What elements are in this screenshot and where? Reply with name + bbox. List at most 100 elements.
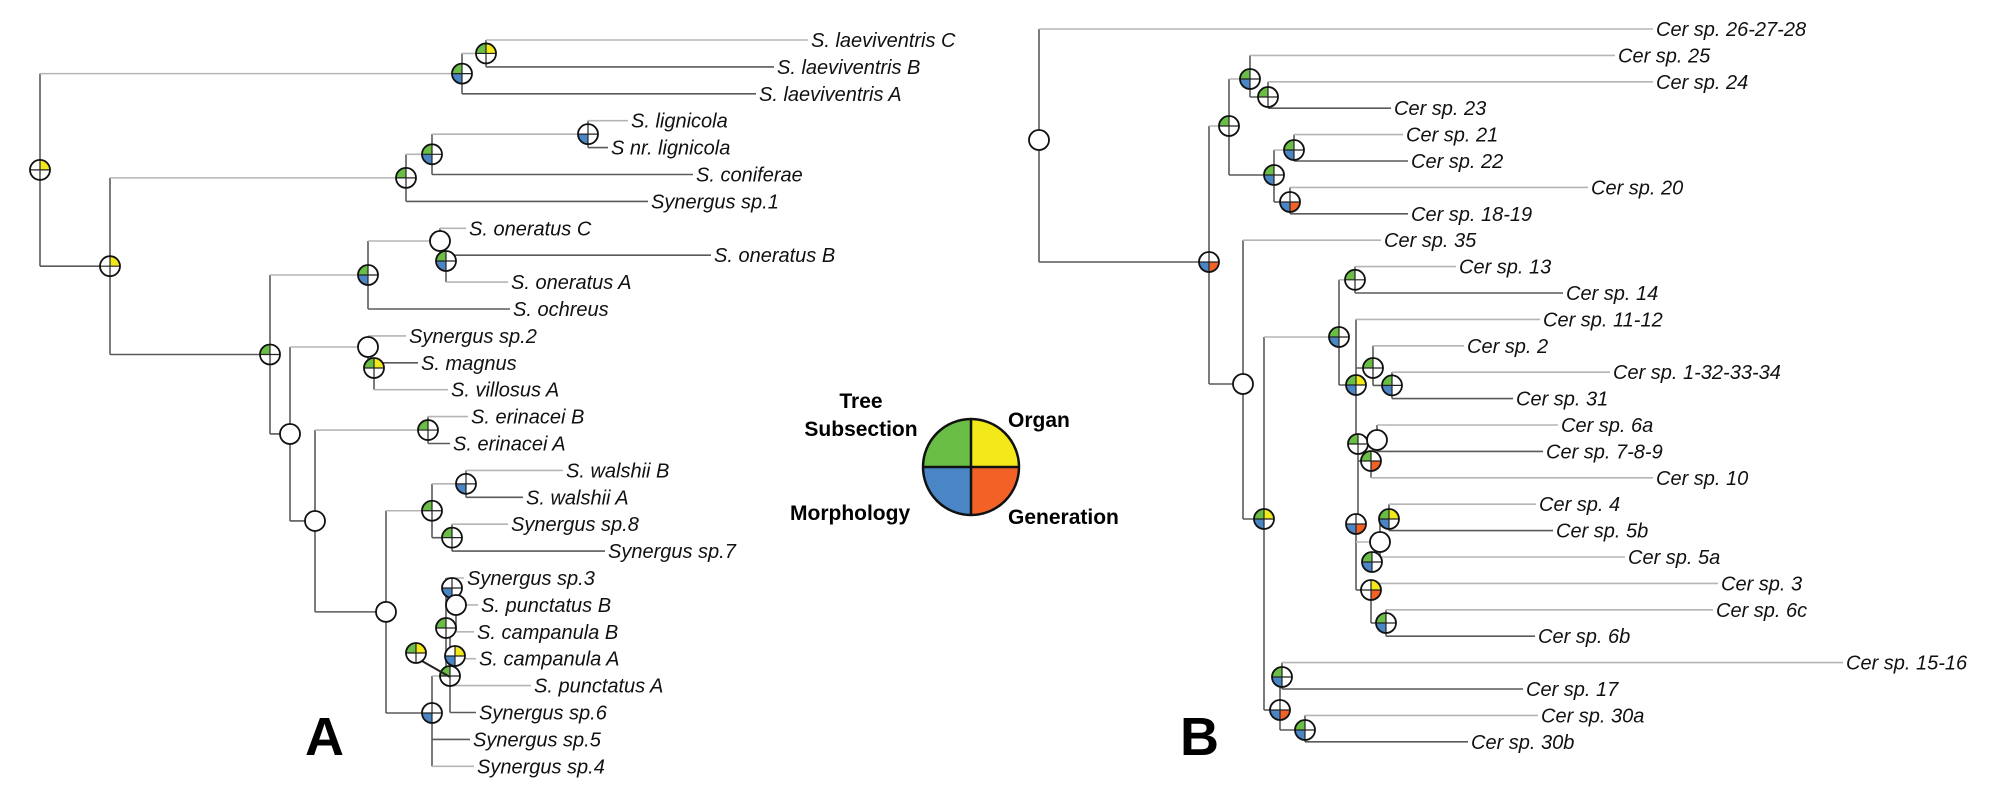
node-pie-a-onerA bbox=[435, 250, 457, 272]
tip-label-cer-sp-2: Cer sp. 2 bbox=[1467, 336, 1548, 358]
node-pie-a-walBA bbox=[455, 472, 477, 495]
legend-quadrant-generation bbox=[971, 467, 1019, 515]
tip-label-cer-sp-11-12: Cer sp. 11-12 bbox=[1543, 309, 1663, 331]
node-pie-outline bbox=[417, 419, 439, 441]
node-pie-slice-b bbox=[1280, 202, 1290, 212]
node-pie-slice-b bbox=[436, 261, 446, 271]
node-pie-b-root bbox=[1028, 129, 1050, 151]
node-pie-outline bbox=[1218, 115, 1240, 137]
node-pie-a-caA bbox=[444, 645, 466, 667]
tip-label-cer-sp-31: Cer sp. 31 bbox=[1516, 389, 1608, 411]
node-pie-slice-g bbox=[422, 500, 432, 511]
node-pie-outline bbox=[375, 600, 397, 623]
node-pie-slice-b bbox=[1295, 730, 1305, 740]
node-pie-a-puB bbox=[441, 577, 463, 599]
node-pie-a-low bbox=[279, 423, 301, 445]
node-pie-outline bbox=[259, 343, 281, 366]
node-pie-slice-y bbox=[1264, 509, 1274, 519]
node-pie-a-root bbox=[29, 159, 51, 181]
node-pies bbox=[29, 42, 599, 724]
legend-label-generation: Generation bbox=[1008, 506, 1119, 529]
node-pie-a-eri bbox=[417, 419, 439, 441]
tip-label-cer-sp-24: Cer sp. 24 bbox=[1656, 72, 1748, 94]
tip-label-s-magnus: S. magnus bbox=[421, 353, 517, 375]
node-pie-outline bbox=[577, 123, 599, 146]
node-pie-slice-o bbox=[1356, 524, 1366, 534]
node-pie-outline bbox=[1361, 551, 1383, 573]
node-pie-b-5a bbox=[1361, 551, 1383, 573]
tip-label-synergus-sp-6: Synergus sp.6 bbox=[479, 703, 608, 725]
node-pie-b-4 bbox=[1378, 508, 1400, 530]
tip-label-cer-sp-1-32-33-34: Cer sp. 1-32-33-34 bbox=[1613, 362, 1781, 384]
node-pie-slice-g bbox=[476, 43, 486, 54]
node-pie-slice-g bbox=[1284, 140, 1294, 150]
node-pie-outline bbox=[1253, 508, 1275, 530]
node-pie-slice-g bbox=[1272, 667, 1282, 677]
node-pie-outline bbox=[444, 645, 466, 667]
node-pie-slice-g bbox=[452, 63, 462, 74]
node-pie-slice-g bbox=[1345, 269, 1355, 280]
tip-label-cer-sp-15-16: Cer sp. 15-16 bbox=[1846, 653, 1968, 675]
node-pie-slice-g bbox=[1363, 358, 1373, 368]
node-pie-b-25 bbox=[1239, 68, 1261, 90]
tip-label-cer-sp-22: Cer sp. 22 bbox=[1411, 151, 1503, 173]
node-pie-outline bbox=[395, 166, 417, 189]
legend-label-tree: Tree bbox=[839, 390, 882, 413]
node-pie-slice-g bbox=[1346, 375, 1356, 385]
node-pie-b-2 bbox=[1362, 357, 1384, 379]
node-pie-outline bbox=[1294, 719, 1316, 741]
tip-label-s-campanula-a: S. campanula A bbox=[479, 649, 619, 671]
node-pie-b-10 bbox=[1360, 450, 1382, 472]
callout-leader-line bbox=[421, 660, 451, 678]
legend-label-subsection: Subsection bbox=[804, 418, 917, 441]
tip-label-s-lignicola: S. lignicola bbox=[631, 111, 728, 133]
node-pie-slice-b bbox=[1264, 175, 1274, 185]
node-pie-outline bbox=[1345, 513, 1367, 535]
node-pie-outline bbox=[1269, 699, 1291, 721]
tip-label-cer-sp-6b: Cer sp. 6b bbox=[1538, 626, 1630, 648]
node-pie-b-top bbox=[1218, 115, 1240, 137]
node-pie-outline bbox=[405, 642, 427, 664]
node-pie-a-lae bbox=[451, 62, 473, 85]
node-pie-outline bbox=[429, 230, 451, 252]
node-pie-outline bbox=[441, 526, 463, 549]
tip-label-cer-sp-30a: Cer sp. 30a bbox=[1541, 705, 1644, 727]
node-pie-outline bbox=[435, 617, 457, 639]
tip-label-cer-sp-3: Cer sp. 3 bbox=[1721, 573, 1802, 595]
legend-quadrant-tree-subsection bbox=[923, 419, 971, 467]
node-pie-slice-g bbox=[436, 618, 446, 628]
node-pie-a-laeCB bbox=[475, 42, 497, 65]
node-pie-slice-g bbox=[1379, 509, 1389, 519]
node-pie-slice-b bbox=[1254, 519, 1264, 529]
node-pie-outline bbox=[451, 62, 473, 85]
node-pie-outline bbox=[421, 143, 443, 166]
node-pie-slice-g bbox=[1295, 720, 1305, 730]
node-pie-a-punct bbox=[421, 702, 443, 724]
node-pie-b-6a bbox=[1366, 429, 1388, 451]
node-pie-slice-b bbox=[358, 275, 368, 285]
node-pie-b-45 bbox=[1369, 531, 1391, 553]
tip-label-cer-sp-13: Cer sp. 13 bbox=[1459, 257, 1551, 279]
node-pie-b-131 bbox=[1381, 374, 1403, 397]
tip-label-s-oneratus-b: S. oneratus B bbox=[714, 245, 835, 267]
tip-label-cer-sp-35: Cer sp. 35 bbox=[1384, 230, 1477, 252]
node-pie-slice-y bbox=[374, 358, 384, 368]
node-pie-slice-g bbox=[1240, 69, 1250, 79]
node-pie-slice-b bbox=[422, 713, 432, 723]
node-pie-a-mag bbox=[357, 336, 379, 358]
node-pie-b-20 bbox=[1279, 191, 1301, 213]
tip-label-cer-sp-7-8-9: Cer sp. 7-8-9 bbox=[1546, 441, 1663, 463]
tip-label-synergus-sp-8: Synergus sp.8 bbox=[511, 514, 639, 536]
node-pie-outline bbox=[1028, 129, 1050, 151]
node-pie-background bbox=[305, 510, 325, 531]
node-pie-outline bbox=[1345, 374, 1367, 396]
node-pie-outline bbox=[1360, 579, 1382, 601]
node-pie-slice-g bbox=[396, 167, 406, 178]
tip-label-s-punctatus-a: S. punctatus A bbox=[534, 676, 663, 698]
node-pie-a-lig2 bbox=[421, 143, 443, 166]
node-pie-slice-b bbox=[1379, 519, 1389, 529]
node-pie-slice-b bbox=[1284, 150, 1294, 160]
tip-label-cer-sp-25: Cer sp. 25 bbox=[1618, 45, 1711, 67]
tip-label-s-erinacei-b: S. erinacei B bbox=[471, 407, 584, 429]
node-pies bbox=[1028, 68, 1403, 741]
